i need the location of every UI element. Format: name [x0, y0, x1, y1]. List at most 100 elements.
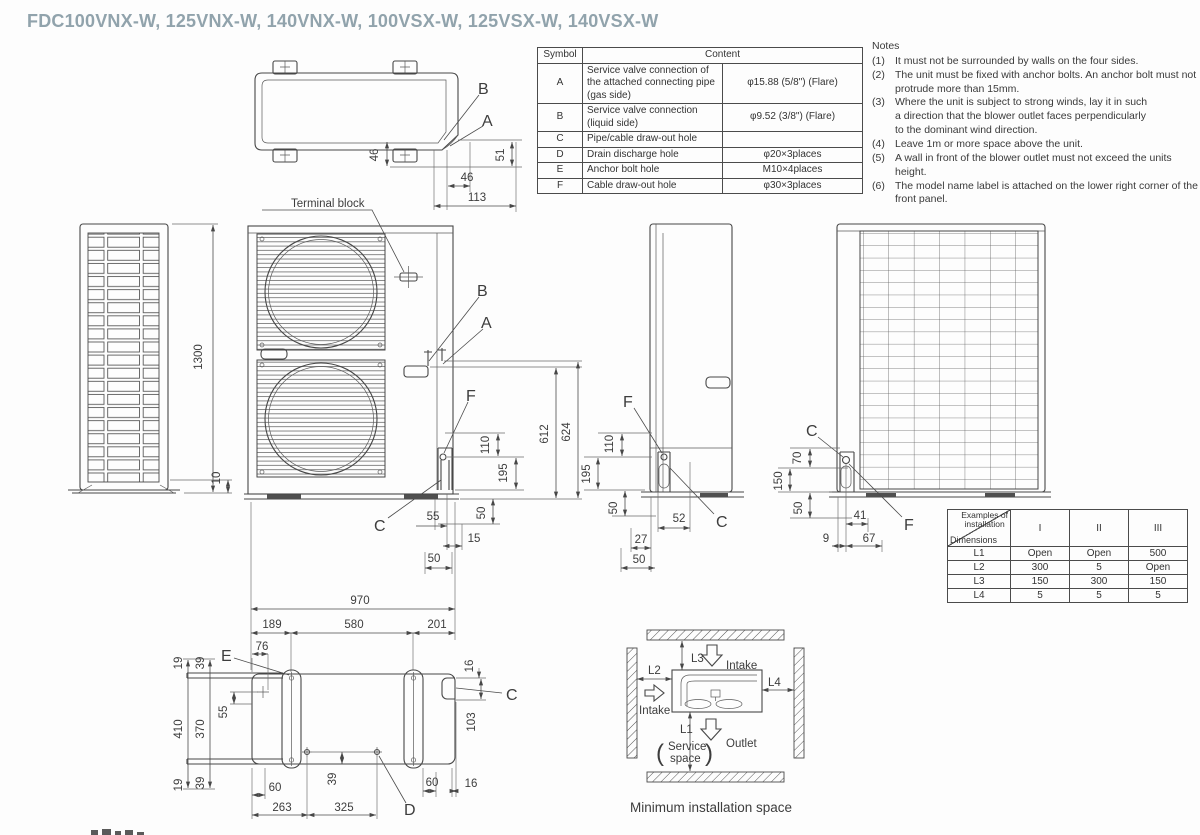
- note-item: (4) Leave 1m or more space above the uni…: [872, 138, 1198, 152]
- table-row: B Service valve connection (liquid side)…: [537, 103, 863, 132]
- dim-sideR-50v: 50: [608, 502, 620, 515]
- dim-sideR-50b: 50: [633, 554, 646, 566]
- callout-c-side: C: [716, 514, 728, 531]
- note-text: a direction that the blower outlet faces…: [895, 110, 1146, 123]
- dim-bot-60l: 60: [269, 782, 282, 794]
- note-text: A wall in front of the blower outlet mus…: [895, 151, 1172, 178]
- content-cell: Service valve connection of the attached…: [582, 62, 723, 104]
- callout-a-top: A: [482, 113, 493, 130]
- callout-f-rear: F: [904, 517, 914, 534]
- note-number: (6): [872, 179, 885, 192]
- dim-bot-19b: 19: [173, 779, 185, 792]
- spec-cell: M10×4places: [722, 162, 863, 179]
- table-row: C Pipe/cable draw-out hole: [537, 131, 863, 148]
- dim-rear-9: 9: [823, 533, 829, 545]
- value-cell: 150: [1128, 574, 1188, 589]
- note-text: Leave 1m or more space above the unit.: [895, 138, 1083, 151]
- dim-bot-76: 76: [256, 641, 269, 653]
- callout-c-front: C: [374, 518, 386, 535]
- label-outlet: Outlet: [726, 738, 757, 750]
- page-title: FDC100VNX-W, 125VNX-W, 140VNX-W, 100VSX-…: [27, 11, 659, 31]
- dim-bottom-970: 970: [350, 595, 369, 607]
- content-cell: Drain discharge hole: [582, 146, 723, 163]
- dim-top-113: 113: [468, 192, 486, 204]
- dim-front-55: 55: [427, 511, 440, 523]
- value-cell: 300: [1010, 560, 1070, 575]
- dim-front-15: 15: [468, 533, 481, 545]
- cropped-text-fragment: [91, 829, 144, 835]
- spec-cell: φ9.52 (3/8") (Flare): [722, 103, 863, 132]
- top-plan-view: B A 46 51 46 113: [254, 60, 522, 212]
- note-text: It must not be surrounded by walls on th…: [895, 54, 1139, 67]
- spec-cell: φ20×3places: [722, 146, 863, 163]
- notes-block: Notes (1) It must not be surrounded by w…: [872, 40, 1198, 207]
- label-service-1: Service: [668, 741, 706, 753]
- installation-space-diagram: L2 L3 L4 L1 Intake Intake Outlet ( Servi…: [626, 629, 805, 783]
- table-row: L4 5 5 5: [947, 588, 1188, 603]
- callout-d-bottom: D: [404, 802, 416, 819]
- row-label: L1: [947, 546, 1011, 561]
- dim-top-51: 51: [495, 149, 507, 162]
- note-item: (6) The model name label is attached on …: [872, 180, 1198, 208]
- dim-front-624: 624: [561, 422, 573, 442]
- note-item: (5) A wall in front of the blower outlet…: [872, 152, 1198, 180]
- dim-bot-19t: 19: [173, 657, 185, 670]
- label-service-2: space: [670, 753, 701, 765]
- spec-cell: φ15.88 (5/8") (Flare): [722, 62, 863, 104]
- value-cell: 5: [1069, 560, 1129, 575]
- callout-e-bottom: E: [221, 648, 232, 665]
- dim-bottom-189: 189: [262, 619, 281, 631]
- row-label: L4: [947, 588, 1011, 603]
- dim-bot-39d: 39: [327, 773, 339, 786]
- dim-side-left-10: 10: [211, 472, 223, 485]
- symbol-cell: D: [537, 146, 583, 163]
- service-paren-close: ): [705, 740, 713, 767]
- symbol-cell: B: [537, 103, 583, 132]
- symbol-header: Symbol: [537, 47, 583, 64]
- symbol-table-header-row: Symbol Content: [537, 47, 863, 64]
- notes-heading: Notes: [872, 40, 900, 52]
- symbol-cell: F: [537, 177, 583, 194]
- table-row: F Cable draw-out hole φ30×3places: [537, 177, 863, 194]
- note-item: (3) Where the unit is subject to strong …: [872, 96, 1198, 138]
- table-row: L1 Open Open 500: [947, 546, 1188, 561]
- label-l3: L3: [691, 653, 704, 665]
- dim-front-110: 110: [480, 436, 492, 454]
- dim-sideR-110: 110: [604, 435, 616, 453]
- note-number: (1): [872, 54, 885, 67]
- callout-b-front: B: [477, 283, 488, 300]
- dim-top-46v: 46: [369, 149, 381, 162]
- note-number: (2): [872, 68, 885, 81]
- installation-examples-table: Examples of installation Dimensions I II…: [947, 509, 1188, 603]
- dim-bot-370: 370: [195, 719, 207, 738]
- value-cell: 5: [1128, 588, 1188, 603]
- terminal-block-label: Terminal block: [291, 198, 365, 210]
- dim-bot-55: 55: [218, 706, 230, 719]
- corner-label-top: Examples of: [961, 510, 1008, 520]
- value-cell: 5: [1010, 588, 1070, 603]
- callout-f-front: F: [466, 388, 476, 405]
- value-cell: Open: [1010, 546, 1070, 561]
- table-row: E Anchor bolt hole M10×4places: [537, 162, 863, 179]
- dim-bot-325: 325: [334, 802, 353, 814]
- dim-bot-16t: 16: [464, 660, 476, 673]
- value-cell: 300: [1069, 574, 1129, 589]
- rear-view: C F 70 150 50 41 9 67: [773, 223, 1051, 552]
- content-header: Content: [582, 47, 863, 64]
- row-label: L2: [947, 560, 1011, 575]
- label-l2: L2: [648, 665, 661, 677]
- dim-bot-410: 410: [173, 719, 185, 738]
- content-cell: Pipe/cable draw-out hole: [582, 131, 723, 148]
- dim-rear-41: 41: [854, 510, 867, 522]
- dim-bot-263: 263: [272, 802, 291, 814]
- dim-bot-16b: 16: [465, 778, 478, 790]
- content-cell: Service valve connection (liquid side): [582, 103, 723, 132]
- dim-bot-103: 103: [466, 712, 478, 731]
- spec-cell: [722, 131, 863, 148]
- note-item: (2) The unit must be fixed with anchor b…: [872, 69, 1198, 97]
- label-intake-top: Intake: [726, 660, 757, 672]
- symbol-cell: A: [537, 62, 583, 104]
- table-row: A Service valve connection of the attach…: [537, 62, 863, 104]
